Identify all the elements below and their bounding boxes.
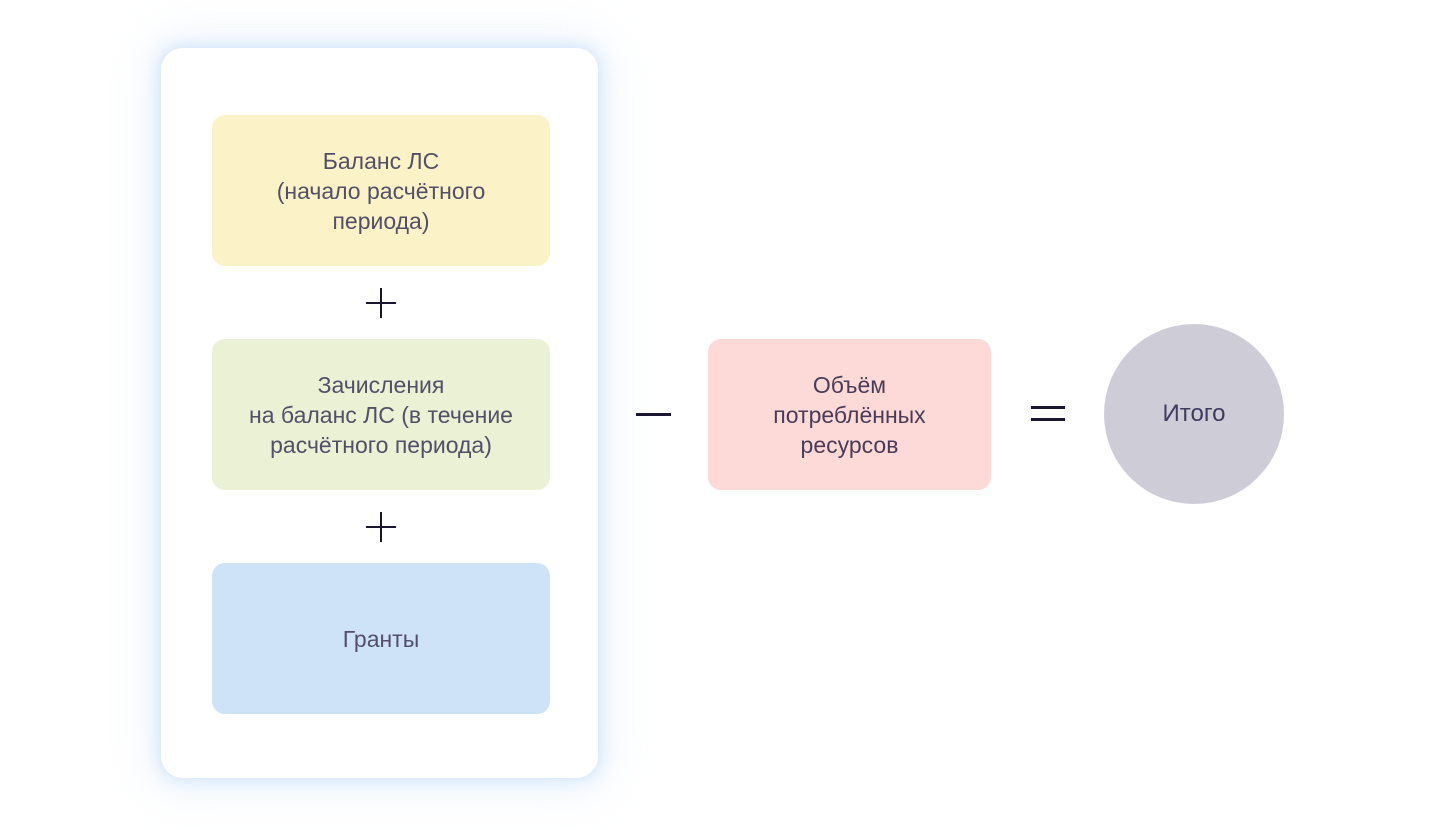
consumed-resources-box: Объём потреблённых ресурсов [708,339,991,490]
balance-box: Баланс ЛС (начало расчётного периода) [212,115,550,266]
plus-icon [366,288,396,318]
credits-box: Зачисления на баланс ЛС (в течение расчё… [212,339,550,490]
minus-icon [636,413,671,416]
plus-icon [366,512,396,542]
equals-icon [1031,406,1065,421]
addends-group-card: Баланс ЛС (начало расчётного периода) За… [161,48,598,778]
total-circle: Итого [1104,324,1284,504]
grants-box: Гранты [212,563,550,714]
